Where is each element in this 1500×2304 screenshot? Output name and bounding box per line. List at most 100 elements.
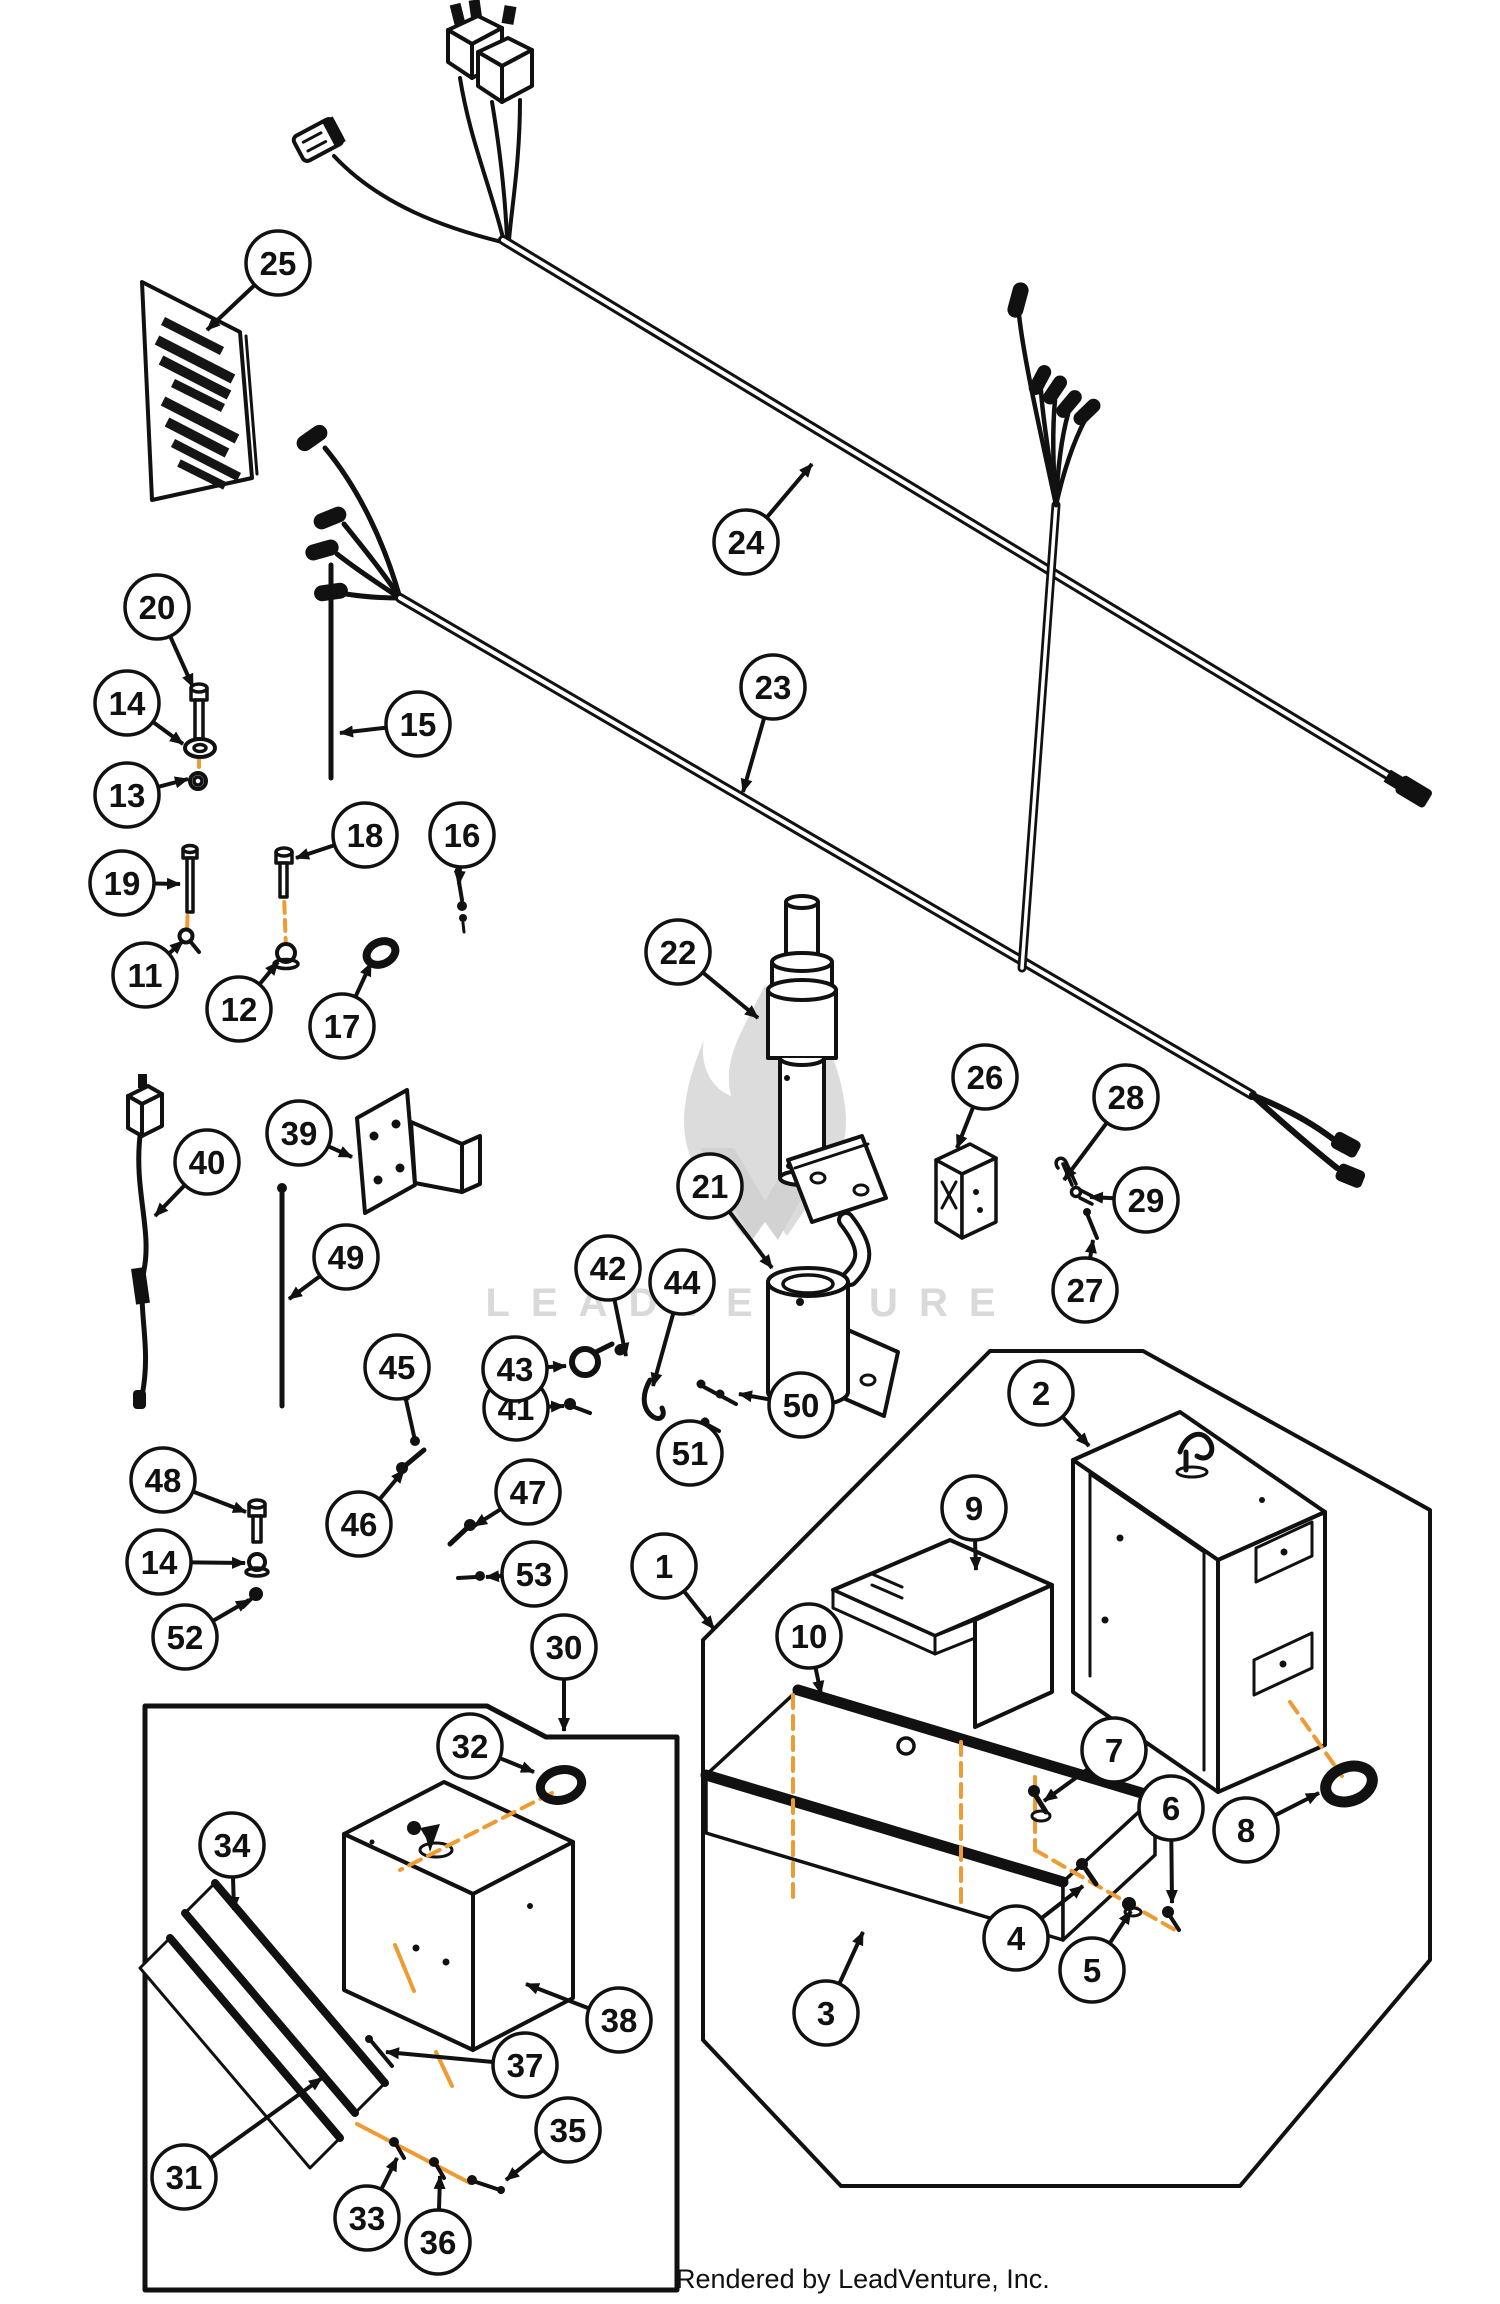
harness-24	[291, 0, 1432, 808]
svg-text:2: 2	[1032, 1375, 1050, 1412]
plate-31	[138, 1934, 344, 2170]
callout-50[interactable]: 50	[738, 1371, 835, 1439]
callout-6[interactable]: 6	[1137, 1774, 1205, 1904]
callout-52[interactable]: 52	[151, 1598, 251, 1671]
svg-text:53: 53	[516, 1556, 553, 1593]
callout-24[interactable]: 24	[712, 462, 814, 576]
callout-29[interactable]: 29	[1089, 1166, 1180, 1234]
svg-text:1: 1	[655, 1548, 673, 1585]
callout-2[interactable]: 2	[1007, 1359, 1091, 1448]
svg-text:38: 38	[601, 2002, 638, 2039]
svg-text:24: 24	[728, 524, 765, 561]
svg-text:23: 23	[755, 669, 792, 706]
cylinder-22	[766, 894, 838, 1187]
callout-22[interactable]: 22	[644, 918, 760, 1020]
harness-23	[296, 282, 1366, 1188]
svg-text:35: 35	[550, 2112, 587, 2149]
callout-44[interactable]: 44	[648, 1248, 716, 1387]
rod-49	[277, 1183, 287, 1409]
svg-text:7: 7	[1105, 1732, 1123, 1769]
callout-38[interactable]: 38	[525, 1982, 653, 2054]
callout-51[interactable]: 51	[656, 1417, 724, 1487]
svg-text:17: 17	[324, 1008, 361, 1045]
callout-8[interactable]: 8	[1212, 1791, 1320, 1864]
callout-26[interactable]: 26	[951, 1043, 1019, 1149]
callout-45[interactable]: 45	[363, 1333, 431, 1401]
svg-text:6: 6	[1162, 1790, 1180, 1827]
svg-text:21: 21	[692, 1168, 729, 1205]
svg-text:14: 14	[109, 685, 146, 722]
callout-3[interactable]: 3	[792, 1931, 865, 2047]
svg-text:33: 33	[349, 2200, 386, 2237]
callout-40[interactable]: 40	[153, 1128, 241, 1218]
svg-text:27: 27	[1067, 1272, 1104, 1309]
callout-7[interactable]: 7	[1042, 1716, 1148, 1803]
callout-23[interactable]: 23	[739, 653, 807, 793]
svg-text:36: 36	[420, 2224, 457, 2261]
callout-42[interactable]: 42	[574, 1234, 642, 1357]
module-9	[831, 1538, 1054, 1729]
callout-49[interactable]: 49	[287, 1223, 380, 1301]
callout-10[interactable]: 10	[775, 1602, 843, 1695]
callout-19[interactable]: 19	[88, 849, 181, 917]
grommet-8	[1320, 1760, 1378, 1808]
svg-text:5: 5	[1083, 1952, 1101, 1989]
hardware	[177, 682, 1378, 2194]
callout-33[interactable]: 33	[333, 2157, 401, 2252]
callout-43[interactable]: 43	[481, 1335, 567, 1403]
callout-39[interactable]: 39	[265, 1099, 353, 1167]
wire-40	[126, 1074, 164, 1409]
callout-53[interactable]: 53	[485, 1540, 568, 1608]
callout-14[interactable]: 14	[93, 669, 185, 746]
callout-31[interactable]: 31	[150, 2076, 324, 2211]
svg-text:31: 31	[166, 2159, 203, 2196]
callout-46[interactable]: 46	[325, 1468, 406, 1558]
callout-12[interactable]: 12	[205, 960, 280, 1043]
svg-text:37: 37	[507, 2047, 544, 2084]
warning-label	[140, 280, 259, 502]
gasket-rail	[792, 1684, 1161, 1803]
svg-text:16: 16	[444, 817, 481, 854]
callout-14[interactable]: 14	[125, 1528, 246, 1596]
svg-text:20: 20	[139, 589, 176, 626]
svg-text:13: 13	[109, 777, 146, 814]
svg-text:11: 11	[128, 957, 163, 994]
callout-18[interactable]: 18	[295, 801, 399, 869]
svg-text:12: 12	[221, 991, 258, 1028]
callout-34[interactable]: 34	[198, 1811, 266, 1911]
callout-13[interactable]: 13	[93, 761, 189, 829]
callout-27[interactable]: 27	[1051, 1239, 1119, 1324]
svg-text:26: 26	[967, 1059, 1004, 1096]
svg-text:47: 47	[510, 1474, 547, 1511]
svg-text:15: 15	[400, 706, 437, 743]
svg-text:49: 49	[328, 1239, 365, 1276]
callout-15[interactable]: 15	[339, 690, 452, 758]
svg-text:39: 39	[281, 1115, 318, 1152]
callout-4[interactable]: 4	[982, 1884, 1085, 1972]
grommet-32	[535, 1765, 587, 1805]
svg-text:42: 42	[590, 1250, 627, 1287]
callout-37[interactable]: 37	[385, 2031, 559, 2099]
callout-21[interactable]: 21	[676, 1152, 774, 1270]
callout-30[interactable]: 30	[530, 1613, 598, 1732]
callout-16[interactable]: 16	[428, 801, 496, 885]
watermark-text: LEADVENTURE	[485, 1281, 1016, 1325]
callout-28[interactable]: 28	[1062, 1063, 1160, 1182]
callout-35[interactable]: 35	[504, 2096, 602, 2182]
box-2	[1071, 1410, 1327, 1794]
callout-11[interactable]: 11	[111, 939, 185, 1009]
callout-47[interactable]: 47	[472, 1458, 562, 1528]
callout-32[interactable]: 32	[436, 1712, 535, 1780]
svg-text:30: 30	[546, 1629, 583, 1666]
callout-17[interactable]: 17	[308, 962, 376, 1060]
callout-5[interactable]: 5	[1058, 1909, 1133, 2004]
svg-text:43: 43	[497, 1351, 534, 1388]
callout-25[interactable]: 25	[205, 229, 312, 332]
callout-1[interactable]: 1	[630, 1532, 716, 1631]
callout-36[interactable]: 36	[404, 2175, 472, 2276]
plate-34	[181, 1879, 389, 2117]
callout-48[interactable]: 48	[129, 1446, 247, 1514]
callout-20[interactable]: 20	[123, 573, 195, 688]
callout-9[interactable]: 9	[940, 1474, 1008, 1571]
